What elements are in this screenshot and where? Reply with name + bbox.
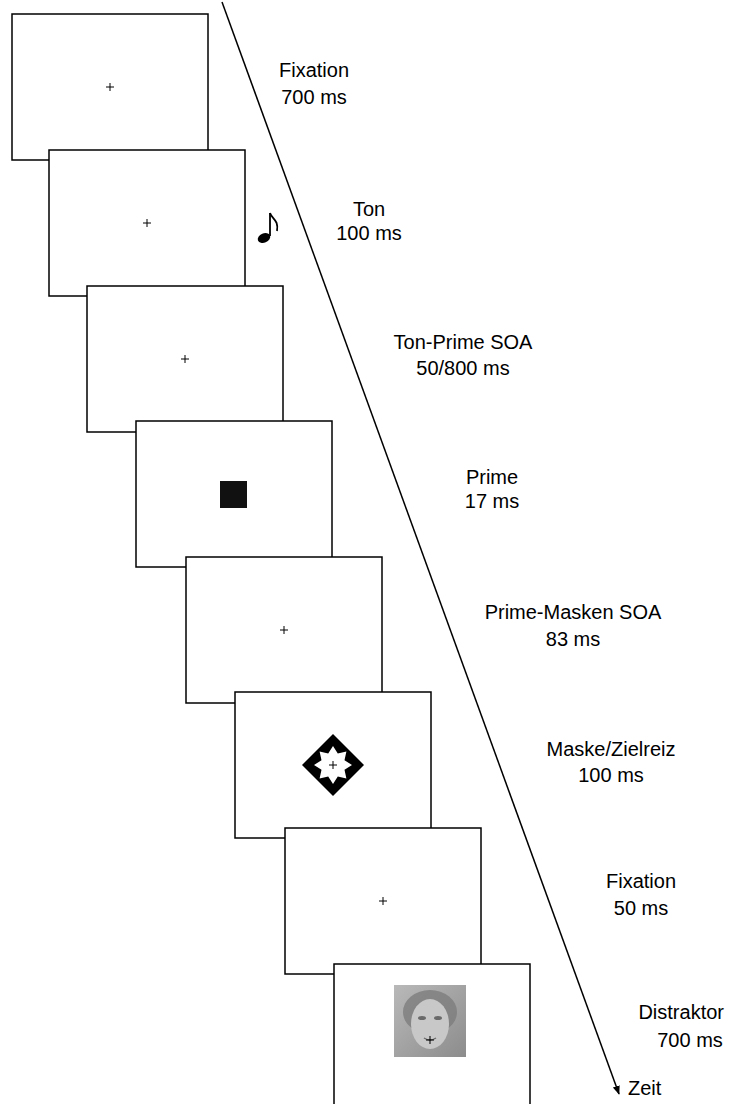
- duration-label: 83 ms: [546, 628, 600, 651]
- mask-star: [314, 746, 352, 784]
- phase-label: Ton-Prime SOA: [394, 331, 533, 354]
- prime-square: [220, 481, 247, 508]
- fixation-cross: [143, 219, 151, 227]
- screen-frame: [49, 150, 245, 296]
- duration-label: 100 ms: [578, 764, 644, 787]
- screen-frame: [235, 692, 431, 838]
- phase-label: Distraktor: [638, 1001, 724, 1024]
- fixation-cross: [181, 355, 189, 363]
- phase-label: Prime-Masken SOA: [485, 601, 662, 624]
- screen-frame: [12, 14, 208, 160]
- mask-diamond: [302, 734, 364, 796]
- screen-frame: [186, 557, 382, 703]
- distractor-face: [394, 985, 466, 1057]
- fixation-cross: [379, 897, 387, 905]
- phase-label: Fixation: [279, 59, 349, 82]
- fixation-cross: [280, 626, 288, 634]
- duration-label: 700 ms: [281, 86, 347, 109]
- duration-label: 50/800 ms: [416, 357, 509, 380]
- phase-label: Ton: [353, 198, 385, 221]
- screen-frame: [285, 828, 481, 974]
- screen-frame: [136, 421, 332, 567]
- phase-label: Prime: [466, 466, 518, 489]
- duration-label: 17 ms: [465, 490, 519, 513]
- phase-label: Maske/Zielreiz: [547, 738, 676, 761]
- duration-label: 50 ms: [614, 897, 668, 920]
- duration-label: 700 ms: [657, 1029, 723, 1052]
- screen-frame: [87, 286, 283, 432]
- time-axis-label: Zeit: [628, 1077, 661, 1100]
- tone-note-symbol: [256, 213, 277, 245]
- screen-frame: [334, 964, 530, 1104]
- phase-label: Fixation: [606, 870, 676, 893]
- fixation-cross: [106, 83, 114, 91]
- fixation-cross: [329, 761, 337, 769]
- duration-label: 100 ms: [336, 222, 402, 245]
